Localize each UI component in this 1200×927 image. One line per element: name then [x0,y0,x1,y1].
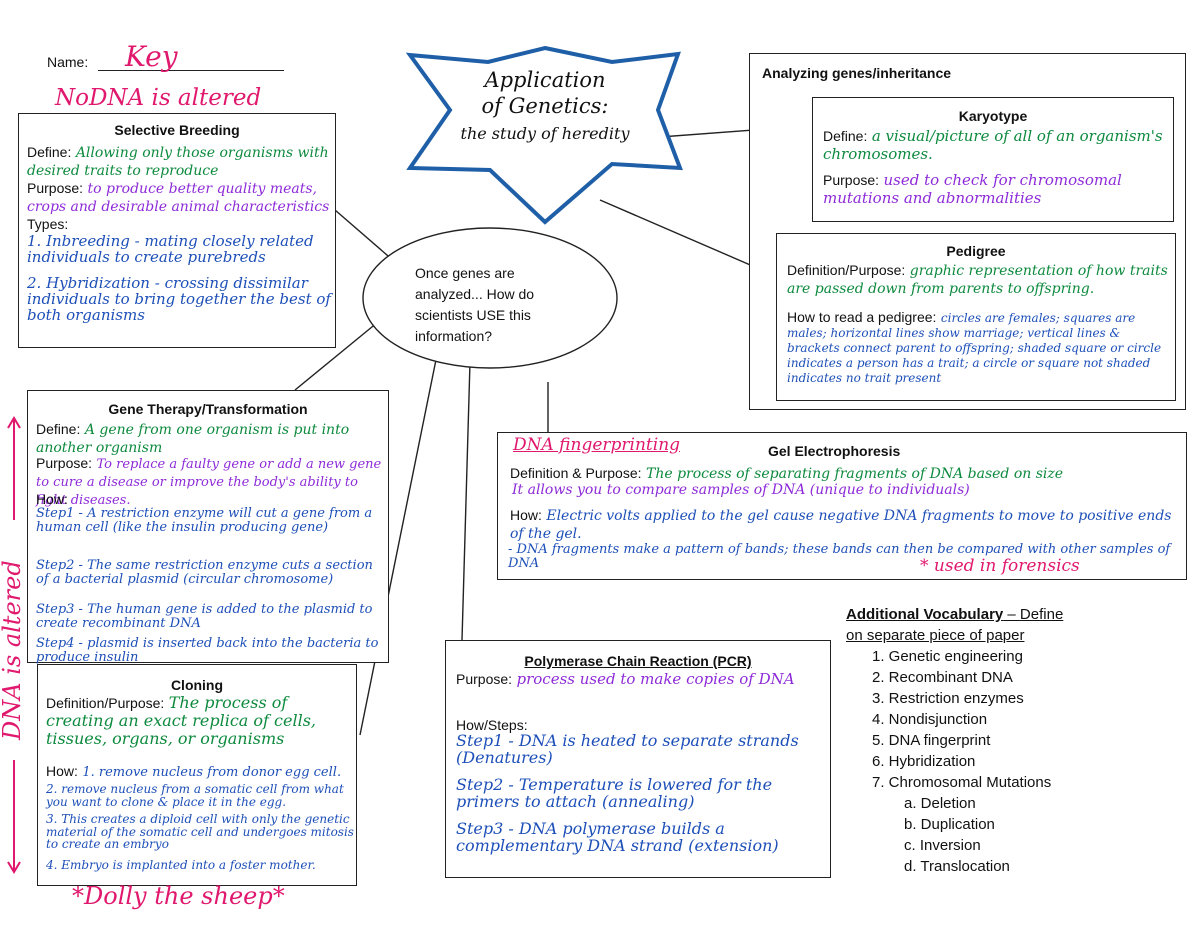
dna-altered-arrow [7,416,21,874]
star-line1: Application [484,68,606,92]
pcr-purpose-value: process used to make copies of DNA [516,670,795,688]
k-define-label: Define: [823,128,868,144]
pcr-title: Polymerase Chain Reaction (PCR) [524,653,752,669]
no-dna-note: NoDNA is altered [55,85,262,111]
k-purpose-value: used to check for chromosomal mutations … [823,171,1122,207]
dna-altered-note: DNA is altered [0,560,26,740]
gt-define-label: Define: [36,421,81,437]
pedigree-title: Pedigree [946,243,1006,259]
selective-breeding-box: Selective Breeding Define: Allowing only… [18,113,336,348]
vocab-subitem: b. Duplication [904,816,995,833]
gel-alt-name: DNA fingerprinting [513,435,681,455]
pcr-purpose-label: Purpose: [456,671,513,687]
oval-text: Once genes are analyzed... How do scient… [415,265,535,344]
p-how-label: How to read a pedigree: [787,309,937,325]
vocab-item: 2. Recombinant DNA [872,669,1013,686]
pedigree-box: Pedigree Definition/Purpose: graphic rep… [776,233,1176,401]
star-line2: of Genetics: [481,94,609,118]
gt-step3: Step3 - The human gene is added to the p… [36,602,373,631]
gel-def-label: Definition & Purpose: [510,465,642,481]
p-def-label: Definition/Purpose: [787,262,906,278]
cloning-title: Cloning [170,677,224,693]
vocab-section: Additional Vocabulary – Define on separa… [846,604,1063,877]
vocab-sub: on separate piece of paper [846,627,1025,644]
sb-type1: 1. Inbreeding - mating closely related i… [27,232,314,266]
sb-define-label: Define: [27,144,72,160]
sb-type2: 2. Hybridization - crossing dissimilar i… [27,274,331,324]
cl-how-label: How: [46,763,78,779]
karyotype-title: Karyotype [958,108,1028,124]
center-oval [362,227,618,369]
gt-purpose-label: Purpose: [36,455,93,471]
gel-def-value2: It allows you to compare samples of DNA … [512,482,970,498]
gt-step1: Step1 - A restriction enzyme will cut a … [36,506,373,535]
gene-therapy-title: Gene Therapy/Transformation [108,401,308,417]
sb-types-label: Types: [27,216,69,232]
star-line3: the study of heredity [460,124,630,143]
pcr-step1: Step1 - DNA is heated to separate strand… [456,731,799,767]
gt-purpose-value: To replace a faulty gene or add a new ge… [36,457,382,508]
karyotype-box: Karyotype Define: a visual/picture of al… [812,97,1174,222]
name-value: Key [125,40,178,73]
gel-box: DNA fingerprinting Gel Electrophoresis D… [497,432,1187,580]
gt-how-label: How: [36,491,68,507]
k-purpose-label: Purpose: [823,172,880,188]
name-label: Name: [47,54,89,70]
pcr-how-label: How/Steps: [456,717,528,733]
name-underline [98,70,284,71]
gel-def-value: The process of separating fragments of D… [645,466,1064,482]
selective-breeding-title: Selective Breeding [114,122,240,138]
sb-define-value: Allowing only those organisms with desir… [27,145,329,179]
gt-step4: Step4 - plasmid is inserted back into th… [36,636,379,665]
gel-title: Gel Electrophoresis [768,443,901,459]
gt-define-value: A gene from one organism is put into ano… [36,422,350,456]
gel-how-value: Electric volts applied to the gel cause … [510,508,1172,542]
cl-def-value: The process of creating an exact replica… [46,693,317,748]
analyzing-title: Analyzing genes/inheritance [762,65,952,81]
star-title: Application of Genetics: the study of he… [440,68,650,143]
p-def-value: graphic representation of how traits are… [787,263,1168,297]
cl-step3: 3. This creates a diploid cell with only… [46,812,354,852]
gt-step2: Step2 - The same restriction enzyme cuts… [36,558,373,587]
k-define-value: a visual/picture of all of an organism's… [823,127,1163,163]
vocab-heading: Additional Vocabulary [846,606,1004,623]
dolly-note: *Dolly the sheep* [72,882,285,910]
cl-step4: 4. Embryo is implanted into a foster mot… [46,858,316,872]
pcr-box: Polymerase Chain Reaction (PCR) Purpose:… [445,640,831,878]
gel-how-label: How: [510,507,542,523]
gel-note: * used in forensics [920,556,1080,576]
gene-therapy-box: Gene Therapy/Transformation Define: A ge… [27,390,389,665]
sb-purpose-value: to produce better quality meats, crops a… [27,181,330,215]
star-shape [405,45,683,225]
vocab-item: 5. DNA fingerprint [872,732,991,749]
vocab-subitem: d. Translocation [904,858,1010,875]
gel-how-value2: - DNA fragments make a pattern of bands;… [508,542,1171,571]
cl-step2: 2. remove nucleus from a somatic cell fr… [46,782,344,809]
p-how-value: circles are females; squares are males; … [787,311,1162,385]
cloning-box: Cloning Definition/Purpose: The process … [37,664,357,886]
vocab-subitem: a. Deletion [904,795,976,812]
sb-purpose-label: Purpose: [27,180,84,196]
vocab-item: 4. Nondisjunction [872,711,988,728]
vocab-item: 6. Hybridization [872,753,976,770]
vocab-subitem: c. Inversion [904,837,981,854]
cl-step1: 1. remove nucleus from donor egg cell. [82,765,342,780]
vocab-item: 7. Chromosomal Mutations [872,774,1052,791]
cl-def-label: Definition/Purpose: [46,695,165,711]
pcr-step3: Step3 - DNA polymerase builds a compleme… [456,819,779,855]
vocab-item: 1. Genetic engineering [872,648,1023,665]
vocab-heading-rest: – Define [1003,606,1064,623]
pcr-step2: Step2 - Temperature is lowered for the p… [456,775,773,811]
vocab-item: 3. Restriction enzymes [872,690,1024,707]
